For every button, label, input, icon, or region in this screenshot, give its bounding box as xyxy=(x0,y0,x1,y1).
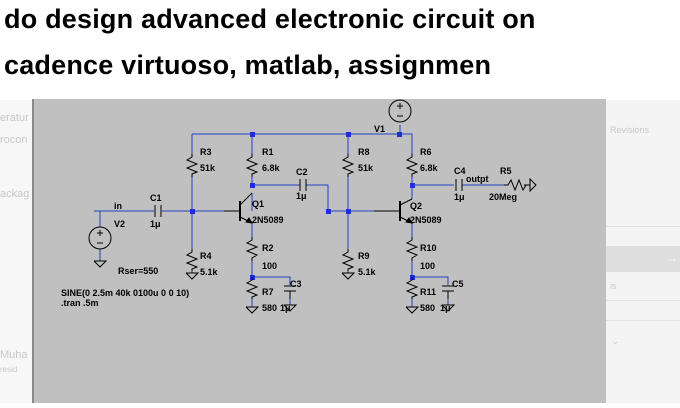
background-left-column xyxy=(0,100,32,403)
background-text: ackag xyxy=(0,188,30,200)
resistor-r9 xyxy=(341,249,355,271)
value-r3: 51k xyxy=(200,163,216,173)
resistor-r4 xyxy=(185,249,199,271)
value-r2: 100 xyxy=(262,261,277,271)
value-r10: 100 xyxy=(420,261,435,271)
voltage-source-v1 xyxy=(388,99,412,123)
value-r8: 51k xyxy=(358,163,374,173)
junction-dot xyxy=(397,132,402,137)
background-text: Revisions xyxy=(610,125,650,135)
value-c5: 1μ xyxy=(440,303,451,313)
model-q2: 2N5089 xyxy=(410,215,442,225)
ground-icon xyxy=(341,272,356,280)
value-c2: 1μ xyxy=(296,191,307,201)
label-r6: R6 xyxy=(420,147,432,157)
label-q2: Q2 xyxy=(410,201,422,211)
junction-dot xyxy=(326,209,331,214)
background-text: eratur xyxy=(0,112,29,124)
label-v1: V1 xyxy=(374,124,385,134)
label-c4: C4 xyxy=(454,166,466,176)
resistor-r8 xyxy=(341,154,355,177)
divider xyxy=(606,320,680,321)
label-r5: R5 xyxy=(500,166,512,176)
ground-icon xyxy=(93,260,108,268)
ground-icon xyxy=(405,306,420,314)
resistor-r3 xyxy=(185,154,199,177)
junction-dots xyxy=(190,132,415,280)
value-c3: 1μ xyxy=(280,303,291,313)
label-sine: SINE(0 2.5m 40k 0100u 0 0 10) xyxy=(61,288,189,298)
background-text: resid xyxy=(0,365,18,374)
label-c2: C2 xyxy=(296,167,308,177)
label-v2: V2 xyxy=(114,219,125,229)
resistor-r11 xyxy=(405,277,419,299)
ground-icon xyxy=(441,304,456,312)
chevron-down-icon: ⌄ xyxy=(611,336,620,347)
divider xyxy=(606,226,680,227)
label-r8: R8 xyxy=(358,147,370,157)
transistor-q2 xyxy=(374,198,413,224)
resistor-r10 xyxy=(405,237,419,261)
resistor-r2 xyxy=(245,237,259,261)
value-r7: 580 xyxy=(262,303,277,313)
label-r4: R4 xyxy=(200,251,212,261)
label-r9: R9 xyxy=(358,251,370,261)
label-c1: C1 xyxy=(150,193,162,203)
value-r1: 6.8k xyxy=(262,163,281,173)
label-r11: R11 xyxy=(420,287,436,297)
junction-dot xyxy=(346,132,351,137)
divider xyxy=(606,300,680,301)
model-q1: 2N5089 xyxy=(252,215,284,225)
ground-icon xyxy=(283,304,298,312)
ground-icon xyxy=(524,177,537,193)
resistor-r5 xyxy=(504,178,530,192)
value-r4: 5.1k xyxy=(200,267,219,277)
ground-icon xyxy=(245,306,260,314)
label-output: outpt xyxy=(466,174,489,184)
title-banner: do design advanced electronic circuit on… xyxy=(0,0,680,100)
background-right-band xyxy=(606,246,680,272)
title-line-1: do design advanced electronic circuit on xyxy=(4,4,536,34)
arrow-right-icon: → xyxy=(666,251,678,265)
value-r9: 5.1k xyxy=(358,267,377,277)
label-tran: .tran .5m xyxy=(61,298,99,308)
junction-dot xyxy=(410,183,415,188)
junction-dot xyxy=(250,132,255,137)
label-r1: R1 xyxy=(262,147,274,157)
junction-dot xyxy=(190,209,195,214)
label-r2: R2 xyxy=(262,243,274,253)
background-text: Muha xyxy=(0,349,28,361)
junction-dot xyxy=(346,209,351,214)
ground-icon xyxy=(185,272,200,280)
value-r6: 6.8k xyxy=(420,163,439,173)
background-text: rocon xyxy=(0,134,28,146)
label-in: in xyxy=(114,201,122,211)
background-text: is xyxy=(610,281,617,291)
label-r10: R10 xyxy=(420,243,437,253)
title-line-2: cadence virtuoso, matlab, assignmen xyxy=(4,50,492,80)
resistor-r7 xyxy=(245,277,259,299)
junction-dot xyxy=(250,183,255,188)
label-r7: R7 xyxy=(262,287,274,297)
transistor-q1 xyxy=(224,192,253,224)
resistor-r1 xyxy=(245,154,259,177)
schematic-panel: V1 R3 51k R1 6.8k C2 1μ R8 51k R6 6.8k C… xyxy=(32,99,606,403)
label-q1: Q1 xyxy=(252,199,264,209)
label-rser: Rser=550 xyxy=(118,266,158,276)
label-r3: R3 xyxy=(200,147,212,157)
label-c3: C3 xyxy=(290,279,302,289)
voltage-source-v2 xyxy=(88,226,112,250)
value-r11: 580 xyxy=(420,303,435,313)
value-r5: 20Meg xyxy=(489,192,517,202)
label-c5: C5 xyxy=(452,279,464,289)
resistor-r6 xyxy=(405,154,419,177)
components xyxy=(88,99,537,314)
value-c4: 1μ xyxy=(454,192,465,202)
schematic-canvas: V1 R3 51k R1 6.8k C2 1μ R8 51k R6 6.8k C… xyxy=(61,99,537,314)
value-c1: 1μ xyxy=(150,219,161,229)
